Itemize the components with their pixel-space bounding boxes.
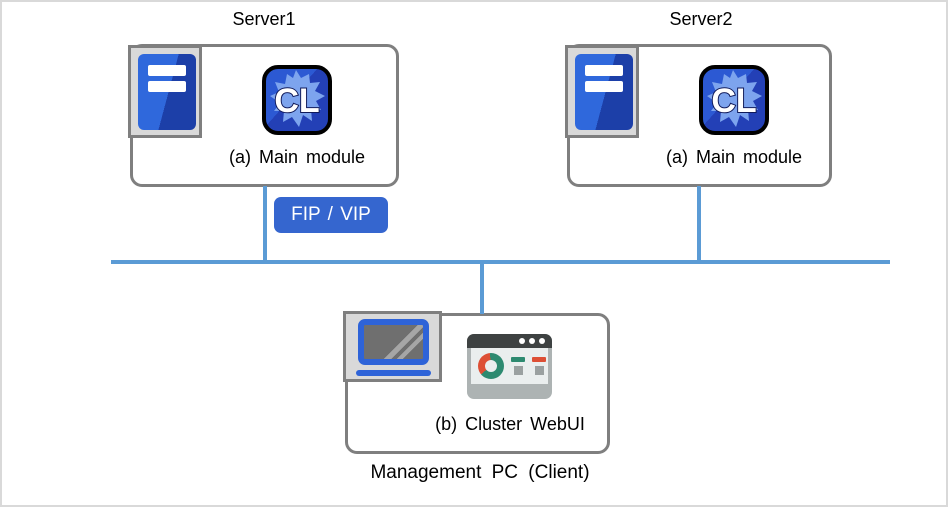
gray-square — [534, 366, 544, 375]
red-bar — [532, 357, 546, 362]
server-tower-icon — [575, 54, 633, 130]
server-slot-bar — [148, 81, 186, 92]
webui-module-label: (b) Cluster WebUI — [435, 414, 585, 434]
mini-chart-red — [532, 357, 546, 375]
fip-vip-badge: FIP / VIP — [274, 197, 388, 233]
server2-connector-line — [697, 186, 701, 260]
cl-blob-shape — [270, 70, 325, 127]
browser-dots-icon — [539, 338, 545, 344]
cl-letters: CL — [711, 82, 756, 120]
browser-dashboard-icon — [467, 334, 552, 399]
mini-chart-teal — [511, 357, 525, 375]
management-pc-connector-line — [480, 264, 484, 314]
server-slot-bar — [148, 65, 186, 76]
server-tower-icon — [138, 54, 196, 130]
browser-titlebar — [467, 334, 552, 348]
laptop-base — [356, 370, 431, 376]
server-slot-bar — [585, 65, 623, 76]
gray-square — [513, 366, 523, 375]
browser-content — [471, 348, 548, 384]
cl-blob-shape — [707, 70, 762, 127]
cl-letters: CL — [274, 82, 319, 120]
donut-chart-icon — [478, 353, 504, 379]
server1-connector-line — [263, 186, 267, 260]
network-line-horizontal — [111, 260, 890, 264]
laptop-icon — [358, 319, 429, 365]
server1-tile — [128, 45, 202, 138]
server2-title: Server2 — [669, 9, 733, 29]
server-slot-bar — [585, 81, 623, 92]
server1-module-label: (a) Main module — [228, 147, 366, 167]
management-pc-caption: Management PC (Client) — [370, 462, 590, 483]
server1-title: Server1 — [232, 9, 296, 29]
cl-app-icon: CL — [699, 65, 769, 135]
server2-module-label: (a) Main module — [665, 147, 803, 167]
cl-app-icon: CL — [262, 65, 332, 135]
teal-bar — [511, 357, 525, 362]
server2-tile — [565, 45, 639, 138]
